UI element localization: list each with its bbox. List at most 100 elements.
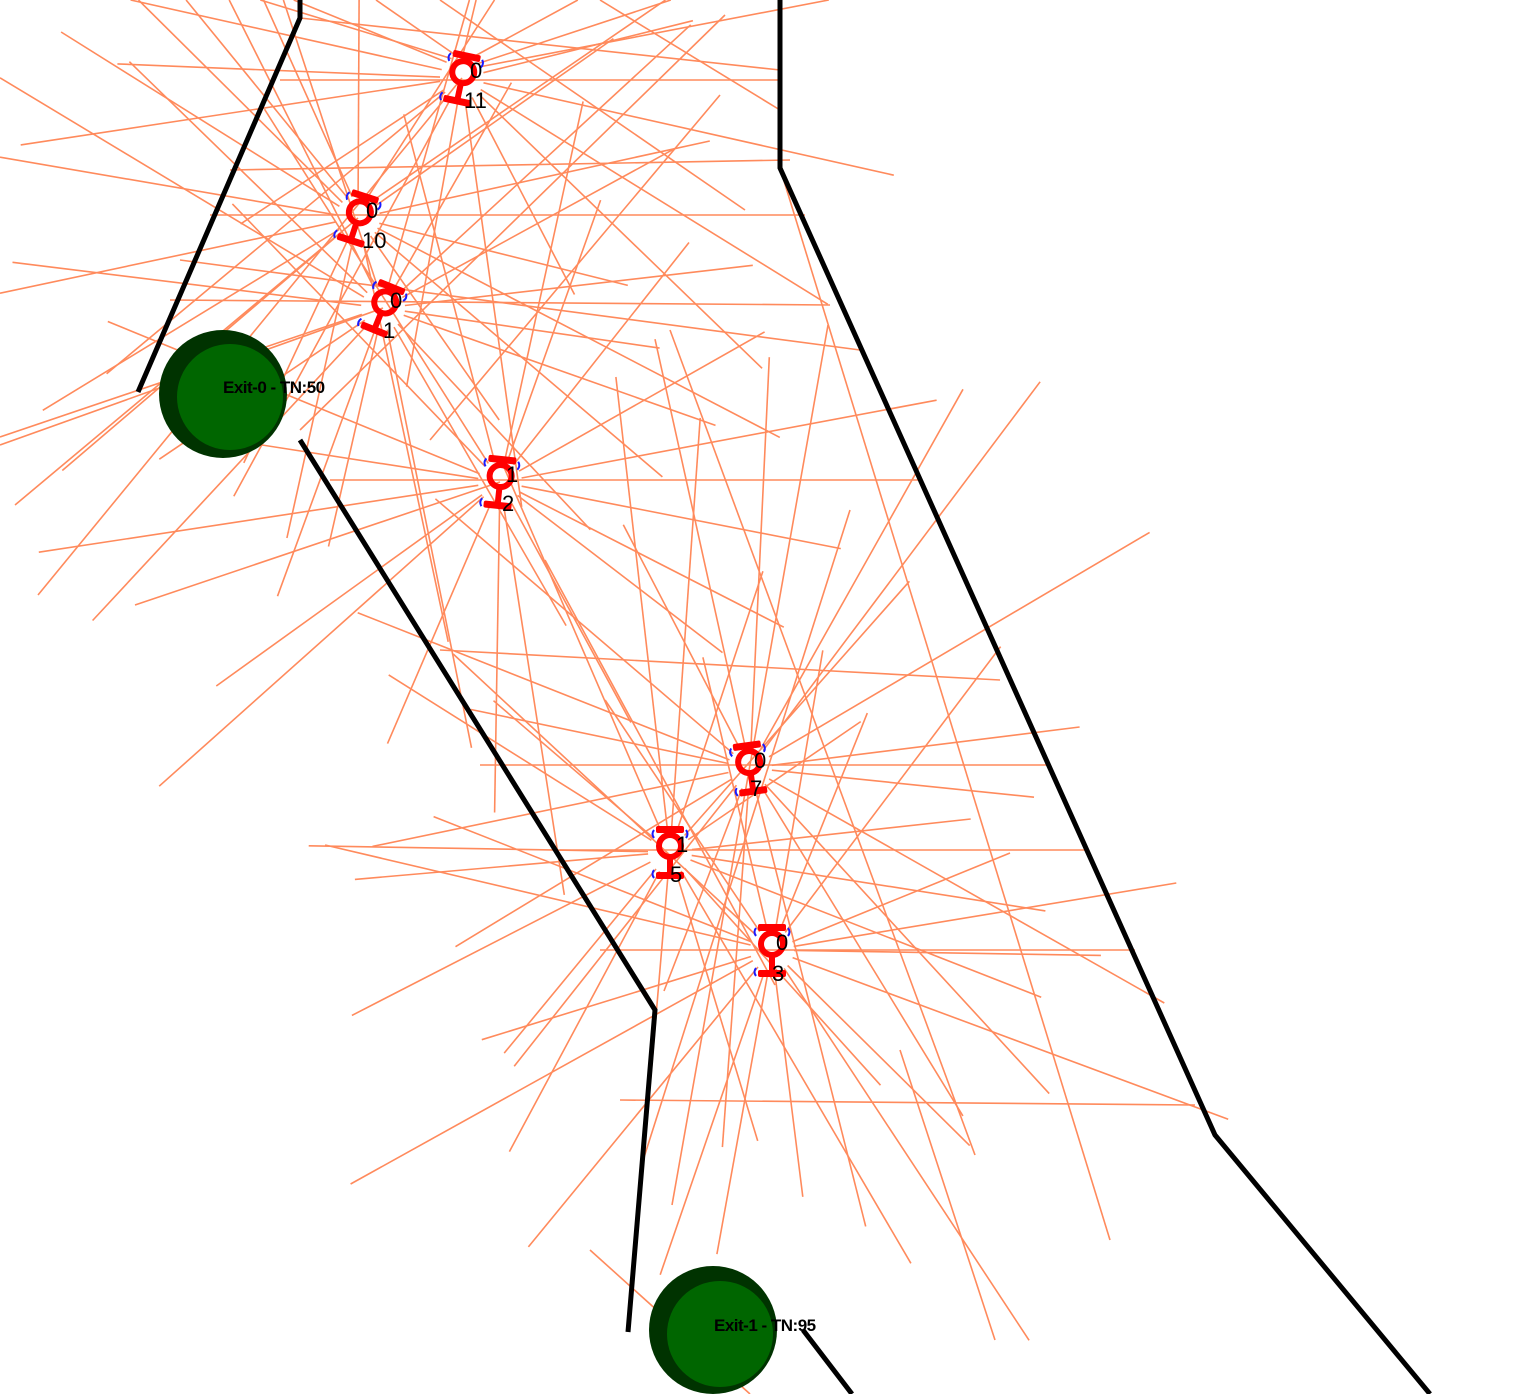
- sensor-ray: [509, 500, 632, 723]
- sensor-ray: [483, 82, 894, 176]
- exit-0: Exit-0 - TN:50: [159, 330, 325, 458]
- sensor-ray: [439, 0, 746, 211]
- sensor-ray: [716, 971, 769, 1255]
- sensor-ray: [434, 498, 734, 755]
- agent-id-label: 3: [772, 961, 784, 986]
- sensor-ray: [404, 264, 753, 307]
- sensor-ray: [481, 955, 752, 1041]
- sensor-ray: [779, 712, 869, 930]
- sensor-ray: [433, 815, 752, 943]
- sensor-ray: [401, 147, 676, 299]
- agent-state-label: 1: [506, 462, 518, 487]
- sensor-ray: [671, 324, 829, 1206]
- sensor-ray: [768, 778, 1165, 1004]
- sensor-ray: [639, 509, 851, 1171]
- sensor-ray: [371, 0, 666, 202]
- sensor-ray: [92, 323, 369, 622]
- sensor-ray: [768, 531, 1151, 758]
- sensor-ray: [477, 92, 763, 369]
- sensor-ray: [388, 674, 652, 841]
- agent-id-label: 7: [750, 776, 762, 801]
- sensor-ray: [354, 853, 649, 881]
- sensor-ray: [498, 456, 663, 833]
- sensor-ray: [503, 868, 657, 1054]
- agent-state-label: 0: [390, 288, 402, 313]
- sensor-ray: [128, 61, 368, 294]
- sensor-ray: [899, 1049, 996, 1341]
- sensor-ray: [604, 699, 761, 933]
- sensor-rays: [0, 0, 1229, 1395]
- sensor-ray: [670, 417, 701, 831]
- sensor-ray: [324, 844, 751, 946]
- sensor-ray: [42, 228, 340, 411]
- sensor-ray: [158, 496, 485, 787]
- sensor-ray: [387, 0, 471, 287]
- walls: [135, 0, 1432, 1396]
- sensor-ray: [471, 97, 576, 295]
- agent: 010: [333, 189, 386, 253]
- sensor-ray: [493, 503, 501, 813]
- sensor-ray: [480, 88, 829, 305]
- agent-state-label: 1: [676, 832, 688, 857]
- agent-id-label: 2: [502, 491, 514, 516]
- agent-id-label: 5: [670, 862, 682, 887]
- wall-left-upper: [135, 0, 303, 393]
- sensor-ray: [452, 653, 757, 936]
- agent-marker-icon: [333, 189, 382, 248]
- sensor-ray: [405, 99, 459, 387]
- sensor-ray: [544, 559, 776, 986]
- agent-id-label: 11: [464, 88, 487, 113]
- sensor-ray: [375, 0, 458, 58]
- sensor-ray: [299, 14, 726, 431]
- sensor-ray: [379, 222, 628, 287]
- agent: 011: [439, 50, 487, 113]
- sensor-ray: [379, 140, 710, 215]
- sensor-ray: [403, 314, 716, 427]
- sensor-ray: [60, 31, 340, 207]
- sensor-ray: [464, 99, 523, 508]
- sensor-ray: [691, 818, 971, 851]
- sensor-ray: [773, 971, 804, 1197]
- sensor-ray: [793, 882, 1177, 948]
- sensor-ray: [521, 485, 841, 550]
- sensor-ray: [179, 259, 861, 351]
- sensor-ray: [506, 199, 602, 462]
- sensor-ray: [403, 114, 496, 461]
- sensor-ray: [134, 481, 501, 606]
- sensor-ray: [169, 299, 831, 306]
- sensor-ray: [512, 242, 690, 466]
- sensor-ray: [327, 329, 379, 547]
- sensor-ray: [393, 326, 567, 626]
- exit-1-inner: [667, 1281, 773, 1387]
- sensor-ray: [228, 0, 375, 289]
- sensor-ray: [687, 720, 862, 841]
- sensor-ray: [260, 0, 452, 60]
- exit-0-inner: [177, 344, 283, 450]
- agent-marker-icon: [479, 454, 521, 511]
- sensor-ray: [599, 0, 781, 111]
- sensor-ray: [106, 91, 446, 375]
- sensor-ray: [350, 960, 754, 1185]
- sensor-ray: [386, 329, 473, 748]
- sensor-ray: [508, 871, 661, 1152]
- sensor-ray: [792, 852, 1011, 943]
- agent-marker-icon: [651, 826, 689, 879]
- sensor-ray: [691, 854, 1046, 912]
- agent-id-label: 10: [362, 228, 386, 253]
- sensor-ray: [779, 167, 1111, 1241]
- sensor-ray: [20, 80, 441, 146]
- sensor-ray: [229, 159, 791, 171]
- sensor-ray: [0, 77, 365, 298]
- sensor-ray: [793, 949, 1101, 957]
- sensor-ray: [351, 861, 651, 1017]
- agent-marker-icon: [439, 50, 484, 107]
- sensor-ray: [764, 783, 1050, 1095]
- sensor-ray: [503, 101, 584, 461]
- sensor-ray: [374, 231, 663, 478]
- sensor-ray: [0, 156, 337, 216]
- sensor-ray: [654, 339, 746, 747]
- sensor-ray: [784, 646, 1002, 933]
